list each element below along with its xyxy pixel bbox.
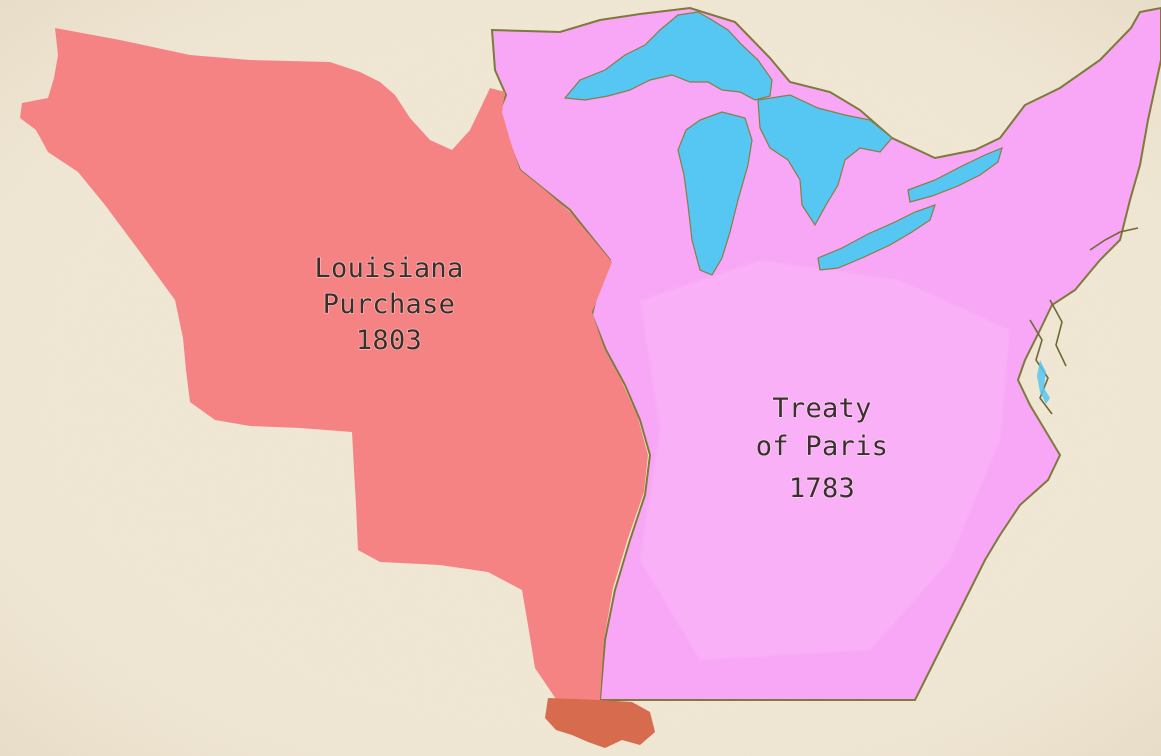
- lake-huron: [757, 94, 893, 227]
- treaty-label-line-1: Treaty: [772, 393, 871, 424]
- treaty-label-line-3: 1783: [789, 473, 855, 504]
- chesapeake-bay: [1037, 360, 1050, 404]
- treaty-label-line-2: of Paris: [756, 431, 888, 462]
- louisiana-purchase-label: Louisiana Purchase 1803: [314, 252, 464, 356]
- lake-superior: [563, 11, 773, 101]
- louisiana-delta: [545, 698, 655, 748]
- louisiana-label-line-3: 1803: [356, 325, 422, 356]
- louisiana-label-line-1: Louisiana: [315, 253, 464, 284]
- treaty-of-paris-label: Treaty of Paris 1783: [755, 392, 888, 504]
- great-lakes: [563, 11, 1003, 276]
- lake-ontario: [907, 146, 1003, 203]
- lake-michigan: [677, 111, 753, 276]
- lake-erie: [817, 204, 936, 271]
- louisiana-purchase-territory: [20, 28, 648, 705]
- louisiana-label-line-2: Purchase: [323, 289, 455, 320]
- treaty-inner-shade: [640, 260, 1010, 660]
